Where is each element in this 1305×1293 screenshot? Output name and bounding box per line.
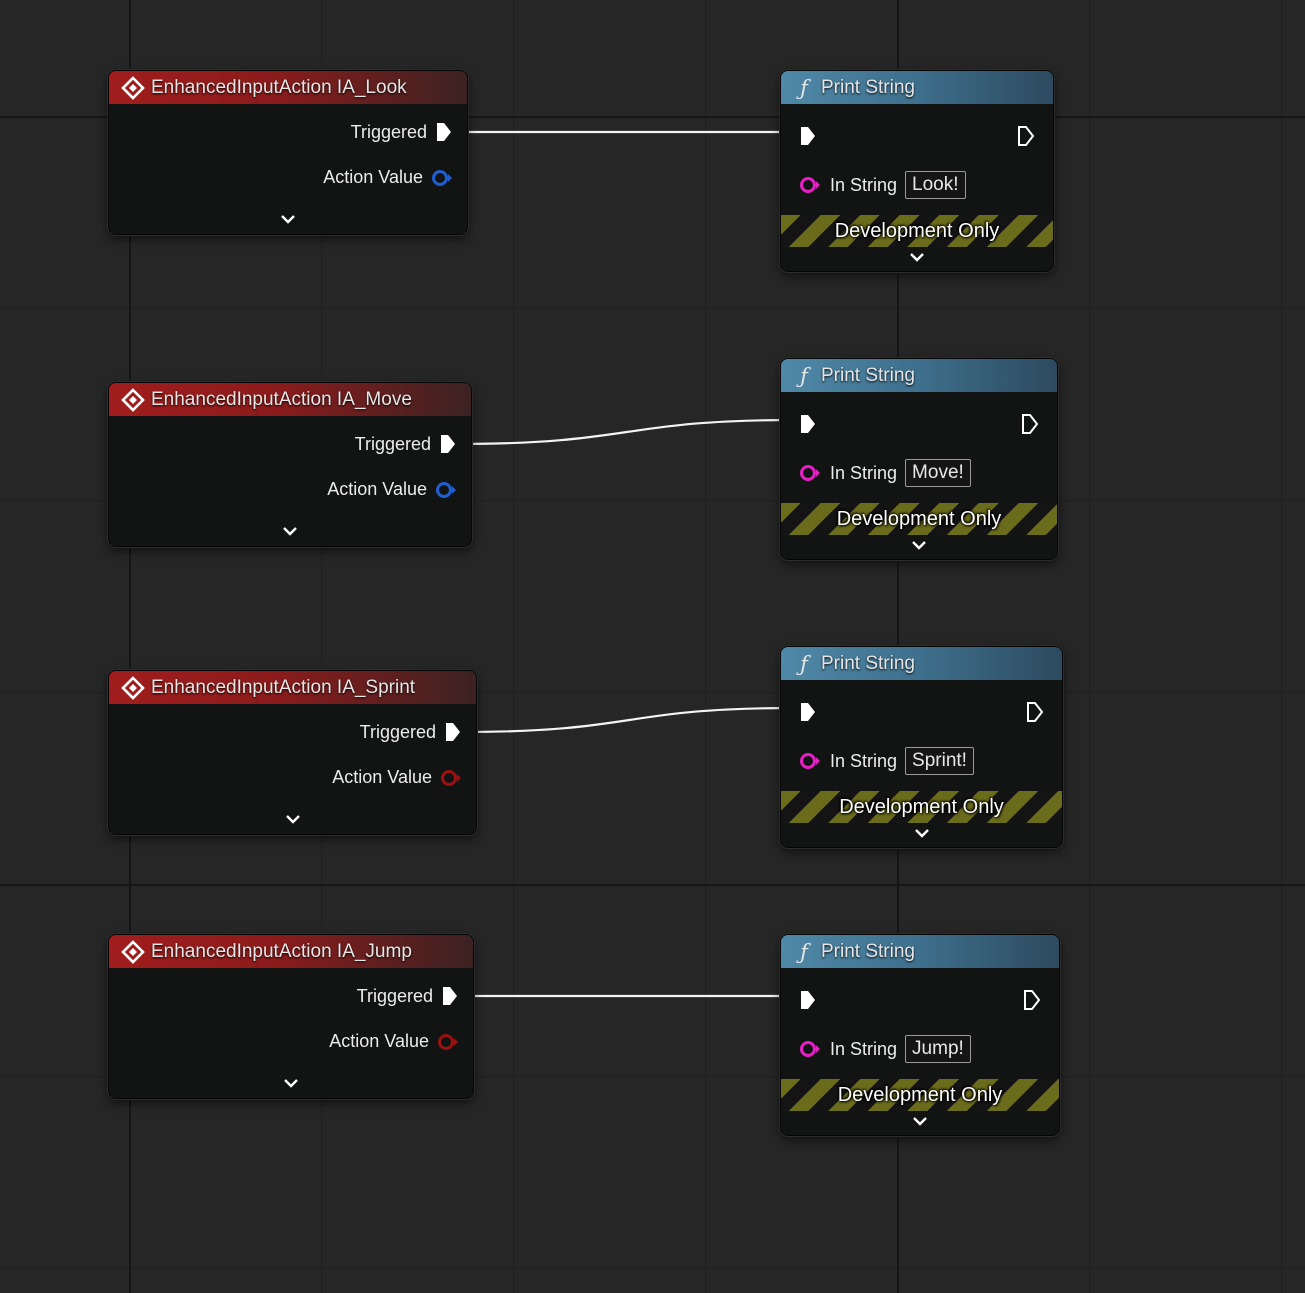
node-header[interactable]: EnhancedInputAction IA_Move [109,383,471,416]
triggered-pin-row[interactable]: Triggered [360,721,462,743]
in-string-pin-row[interactable]: In String Jump! [799,1035,971,1063]
development-only-band: Development Only [781,503,1057,535]
function-f-icon: ƒ [800,75,808,100]
chevron-down-icon[interactable] [282,526,298,536]
in-string-pin-row[interactable]: In String Move! [799,459,971,487]
action-value-pin-row[interactable]: Action Value [323,167,453,188]
action-value-label: Action Value [323,167,423,187]
in-string-pin-row[interactable]: In String Look! [799,171,966,199]
exec-wire-move[interactable] [455,418,796,446]
exec-pin-icon[interactable] [435,121,453,143]
node-title: EnhancedInputAction IA_Sprint [151,676,416,698]
value-pin-icon[interactable] [440,768,462,788]
in-string-label: In String [830,174,898,195]
node-header[interactable]: ƒ Print String [781,359,1057,392]
exec-out-pin-icon[interactable] [1021,413,1039,435]
chevron-down-icon[interactable] [283,1078,299,1088]
triggered-pin-row[interactable]: Triggered [357,985,459,1007]
triggered-label: Triggered [350,121,427,142]
print-string-node-move[interactable]: ƒ Print String In String Move! Developme… [780,358,1058,560]
triggered-label: Triggered [354,433,431,454]
action-value-pin-row[interactable]: Action Value [327,479,457,500]
exec-out-pin-icon[interactable] [1023,989,1041,1011]
node-header[interactable]: EnhancedInputAction IA_Look [109,71,467,104]
event-node-ia-look[interactable]: EnhancedInputAction IA_Look Triggered Ac… [108,70,468,235]
node-title: Print String [821,364,915,386]
value-pin-icon[interactable] [431,168,453,188]
exec-in-pin-icon[interactable] [799,413,817,435]
function-f-icon: ƒ [800,651,808,676]
event-node-ia-jump[interactable]: EnhancedInputAction IA_Jump Triggered Ac… [108,934,474,1099]
print-string-node-jump[interactable]: ƒ Print String In String Jump! Developme… [780,934,1060,1136]
development-only-band: Development Only [781,1079,1059,1111]
node-header[interactable]: EnhancedInputAction IA_Jump [109,935,473,968]
in-string-label: In String [830,462,898,483]
development-only-label: Development Only [836,507,1002,530]
function-f-icon: ƒ [800,939,808,964]
in-string-value-field[interactable]: Jump! [905,1035,971,1063]
development-only-label: Development Only [839,795,1004,818]
action-value-pin-row[interactable]: Action Value [332,767,462,788]
node-title: Print String [821,940,915,962]
chevron-down-icon[interactable] [909,252,925,262]
in-string-value-field[interactable]: Sprint! [905,747,974,775]
event-diamond-icon [121,75,145,100]
print-string-node-sprint[interactable]: ƒ Print String In String Sprint! Develop… [780,646,1063,848]
value-pin-icon[interactable] [435,480,457,500]
development-only-band: Development Only [781,215,1053,247]
event-diamond-icon [121,939,145,964]
value-pin-icon[interactable] [437,1032,459,1052]
node-title: EnhancedInputAction IA_Move [151,388,412,410]
in-string-value-field[interactable]: Move! [905,459,971,487]
in-string-label: In String [830,1038,898,1059]
node-header[interactable]: EnhancedInputAction IA_Sprint [109,671,476,704]
exec-pin-icon[interactable] [441,985,459,1007]
chevron-down-icon[interactable] [285,814,301,824]
node-title: EnhancedInputAction IA_Look [151,76,407,98]
triggered-pin-row[interactable]: Triggered [351,121,453,143]
chevron-down-icon[interactable] [912,1116,928,1126]
in-string-pin-row[interactable]: In String Sprint! [799,747,974,775]
event-diamond-icon [121,675,145,700]
action-value-label: Action Value [329,1031,429,1051]
node-title: EnhancedInputAction IA_Jump [151,940,412,962]
chevron-down-icon[interactable] [914,828,930,838]
chevron-down-icon[interactable] [911,540,927,550]
function-f-icon: ƒ [800,363,808,388]
in-string-value-field[interactable]: Look! [905,171,966,199]
exec-out-pin-icon[interactable] [1026,701,1044,723]
action-value-pin-row[interactable]: Action Value [329,1031,459,1052]
chevron-down-icon[interactable] [280,214,296,224]
exec-in-pin-icon[interactable] [799,125,817,147]
node-title: Print String [821,652,915,674]
exec-in-pin-icon[interactable] [799,989,817,1011]
action-value-label: Action Value [332,767,432,787]
string-pin-icon[interactable] [799,175,821,195]
string-pin-icon[interactable] [799,463,821,483]
print-string-node-look[interactable]: ƒ Print String In String Look! Developme… [780,70,1054,272]
node-header[interactable]: ƒ Print String [781,71,1053,104]
in-string-label: In String [830,750,898,771]
triggered-label: Triggered [359,721,436,742]
triggered-pin-row[interactable]: Triggered [355,433,457,455]
node-header[interactable]: ƒ Print String [781,647,1062,680]
string-pin-icon[interactable] [799,751,821,771]
exec-in-pin-icon[interactable] [799,701,817,723]
string-pin-icon[interactable] [799,1039,821,1059]
triggered-label: Triggered [356,985,433,1006]
node-header[interactable]: ƒ Print String [781,935,1059,968]
event-node-ia-sprint[interactable]: EnhancedInputAction IA_Sprint Triggered … [108,670,477,835]
development-only-label: Development Only [834,219,1000,242]
node-title: Print String [821,76,915,98]
action-value-label: Action Value [327,479,427,499]
exec-out-pin-icon[interactable] [1017,125,1035,147]
exec-wire-sprint[interactable] [460,706,796,734]
event-node-ia-move[interactable]: EnhancedInputAction IA_Move Triggered Ac… [108,382,472,547]
exec-pin-icon[interactable] [439,433,457,455]
exec-pin-icon[interactable] [444,721,462,743]
development-only-label: Development Only [837,1083,1003,1106]
event-diamond-icon [121,387,145,412]
development-only-band: Development Only [781,791,1062,823]
